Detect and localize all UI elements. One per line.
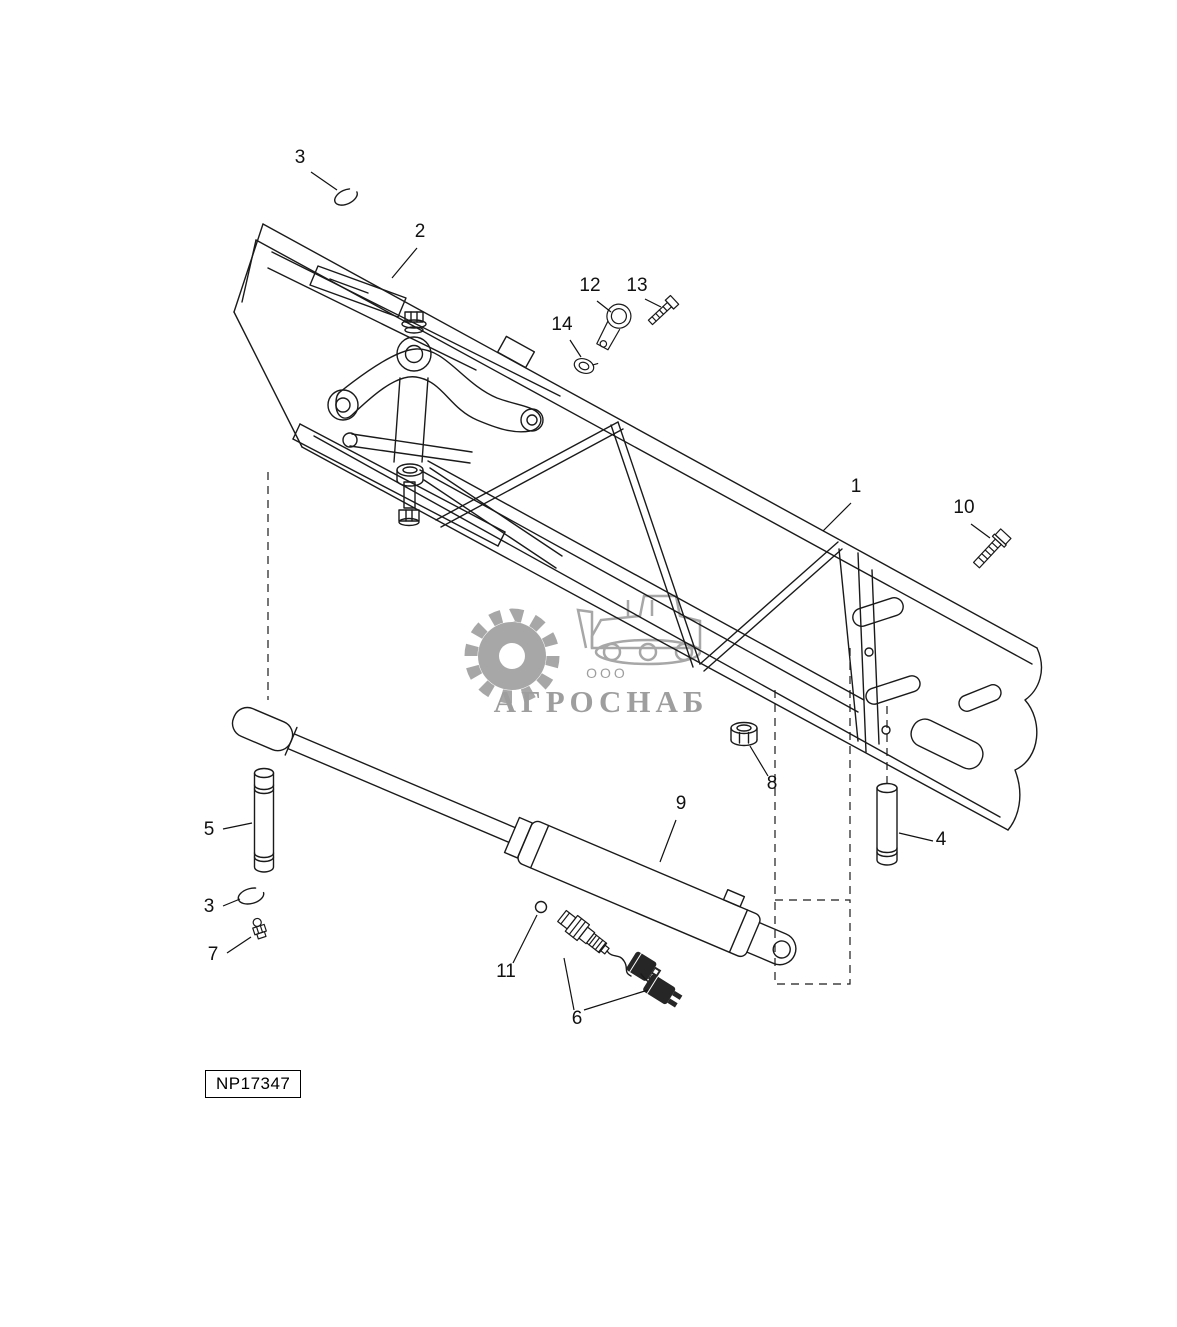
- grease-fitting-7: [252, 917, 267, 940]
- harness-wire: [606, 950, 632, 977]
- callout-label-11: 11: [496, 961, 516, 982]
- callout-label-4: 4: [936, 829, 947, 850]
- callout-label-3: 3: [204, 896, 215, 917]
- watermark-name: АГРОСНАБ: [494, 684, 709, 719]
- bolt-10: [972, 528, 1012, 569]
- pin-4: [876, 782, 898, 866]
- callout-label-3: 3: [295, 147, 306, 168]
- watermark: ООО АГРОСНАБ: [464, 594, 709, 719]
- cylinder-port: [722, 888, 746, 908]
- callout-leader-14: [569, 339, 582, 358]
- callout-leader-12: [596, 300, 612, 313]
- callout-leader-1: [822, 502, 852, 532]
- watermark-tractor-icon: [576, 594, 702, 666]
- callout-leader-2: [391, 247, 418, 279]
- linkage-assembly: [292, 265, 563, 569]
- plate-hole: [864, 647, 874, 657]
- alignment-lines: [267, 472, 888, 985]
- callout-leader-6: [583, 989, 649, 1011]
- clevis-hole: [772, 940, 791, 959]
- cylinder-barrel: [517, 820, 761, 958]
- frame-assembly: [233, 223, 1043, 831]
- callout-label-1: 1: [851, 476, 862, 497]
- callout-label-8: 8: [767, 773, 778, 794]
- sensor-6: [557, 909, 610, 955]
- callout-leader-13: [644, 298, 662, 308]
- pivot-boss: [396, 336, 432, 372]
- callout-leader-8: [749, 745, 769, 777]
- watermark-prefix: ООО: [586, 665, 628, 681]
- clamp-12: [596, 303, 632, 351]
- harness-connector: [643, 974, 683, 1008]
- callout-leader-3: [310, 171, 338, 191]
- plate-cutout: [910, 718, 984, 770]
- callout-label-9: 9: [676, 793, 687, 814]
- cylinder-clevis: [746, 921, 797, 966]
- plate-slot: [852, 597, 904, 627]
- linkage-top-bolt: [401, 311, 427, 334]
- cylinder-rod: [293, 733, 516, 829]
- plate-slot: [865, 675, 921, 705]
- callout-layer: 3 2 12 13 14 1 10 8 9 5 4 3 7 11 6: [204, 147, 991, 1029]
- o-ring-11: [534, 900, 548, 914]
- callout-leader-5: [222, 822, 253, 830]
- linkage-top-plate: [309, 265, 407, 318]
- callout-leader-11: [512, 914, 538, 964]
- watermark-gear-icon: [464, 608, 560, 704]
- rod-eye: [231, 706, 294, 752]
- callout-label-13: 13: [626, 275, 647, 296]
- frame-end-plate: [1007, 647, 1043, 831]
- snap-ring-bottom: [237, 887, 265, 905]
- callout-label-14: 14: [551, 314, 573, 335]
- callout-leader-4: [898, 832, 934, 842]
- plate-slot: [958, 684, 1002, 712]
- plate-hole: [881, 725, 891, 735]
- lock-washer-14: [573, 357, 599, 375]
- callout-label-5: 5: [204, 819, 215, 840]
- hydraulic-cylinder: [231, 706, 797, 966]
- callout-label-6: 6: [572, 1008, 583, 1029]
- callout-label-2: 2: [415, 221, 426, 242]
- figure-code: NP17347: [216, 1074, 291, 1093]
- callout-leader-9: [659, 819, 677, 863]
- nut-8: [730, 721, 758, 747]
- snap-ring-top: [334, 188, 358, 206]
- callout-leader-6: [563, 957, 575, 1011]
- cylinder-gland: [503, 816, 534, 859]
- figure-code-box: NP17347: [205, 1070, 302, 1098]
- callout-leader-7: [226, 936, 252, 954]
- linkage-nut: [396, 463, 424, 487]
- frame-bracket: [496, 335, 536, 369]
- pin-5: [253, 767, 275, 873]
- callout-leader-3: [222, 898, 241, 907]
- callout-label-12: 12: [579, 275, 600, 296]
- linkage-bolt-head: [398, 509, 420, 527]
- callout-label-7: 7: [208, 944, 219, 965]
- callout-label-10: 10: [953, 497, 974, 518]
- screw-13: [647, 294, 680, 326]
- callout-leader-10: [970, 523, 991, 539]
- rocker-arm: [335, 348, 542, 433]
